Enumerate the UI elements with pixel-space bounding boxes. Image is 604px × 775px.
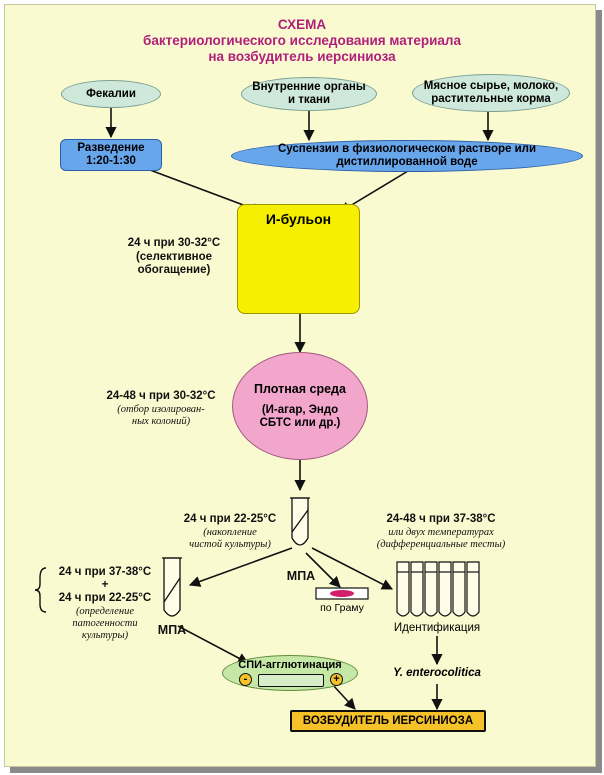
agglutination-slide-icon: [258, 674, 324, 687]
source-feces-oval: Фекалии: [61, 80, 161, 108]
source-feces-label: Фекалии: [86, 87, 136, 100]
source-raw-line2: растительные корма: [431, 93, 551, 105]
diagram-title-line1: СХЕМА: [277, 17, 327, 32]
result-label: ВОЗБУДИТЕЛЬ ИЕРСИНИОЗА: [302, 714, 474, 727]
mpa-slant-tube-icon: [290, 497, 310, 546]
source-raw-oval: Мясное сырье, молоко, растительные корма: [412, 74, 570, 112]
pure-culture-note-1: (накопление: [203, 527, 257, 538]
identification-label: Идентификация: [393, 622, 481, 634]
source-organs-line2: и ткани: [287, 94, 331, 106]
solid-note-1: (отбор изолирован-: [117, 404, 205, 415]
enrichment-broth-box: И-бульон: [237, 204, 360, 314]
suspension-line2: дистиллированной воде: [336, 156, 478, 168]
arrow-tube-pathogen: [188, 547, 293, 587]
arrow-agglutination-result: [331, 683, 356, 710]
pathogenicity-time-2: 24 ч при 22-25°С: [58, 592, 152, 604]
gram-slide-icon: [315, 587, 369, 600]
identification-note-2: (дифференциальные тесты): [376, 539, 506, 550]
solid-note-2: ных колоний): [131, 416, 191, 427]
dilution-line1: Разведение: [77, 142, 145, 154]
pathogenicity-note-3: культуры): [81, 630, 129, 641]
pathogenicity-note-1: (определение: [75, 606, 135, 617]
brace-icon: [34, 567, 47, 613]
arrow-mpa-agglutination: [177, 625, 249, 664]
solid-medium-line1: (И-агар, Эндо: [261, 403, 339, 416]
pathogenicity-medium: МПА: [157, 623, 187, 637]
pure-culture-note-2: чистой культуры): [189, 539, 271, 550]
enrichment-broth-title: И-бульон: [265, 211, 332, 227]
agglutination-minus-icon: -: [239, 673, 252, 686]
agglutination-label: СПИ-агглютинация: [238, 659, 342, 671]
solid-time: 24-48 ч при 30-32°С: [106, 390, 216, 402]
gram-label: по Граму: [320, 602, 364, 614]
source-organs-line1: Внутренние органы: [252, 81, 366, 93]
pathogenicity-note-2: патогенности: [72, 618, 138, 629]
pathogenicity-tube-icon: [162, 557, 182, 617]
enrichment-note-2: обогащение): [137, 264, 211, 276]
solid-medium-line2: СБТС или др.): [259, 416, 341, 429]
source-raw-line1: Мясное сырье, молоко,: [423, 80, 559, 92]
identification-tubes-icon: [396, 561, 480, 617]
pure-culture-time: 24 ч при 22-25°С: [183, 513, 277, 525]
pure-culture-medium: МПА: [286, 569, 316, 583]
pathogenicity-time-1: 24 ч при 37-38°С: [58, 566, 152, 578]
solid-medium-title: Плотная среда: [254, 381, 346, 396]
identification-time: 24-48 ч при 37-38°С: [386, 513, 496, 525]
dilution-box: Разведение 1:20-1:30: [60, 139, 162, 171]
diagram-title-line2: бактериологического исследования материа…: [142, 33, 461, 48]
result-box: ВОЗБУДИТЕЛЬ ИЕРСИНИОЗА: [290, 710, 486, 732]
suspension-oval: Суспензии в физиологическом растворе или…: [231, 140, 583, 172]
diagram-title-line3: на возбудитель иерсиниоза: [208, 49, 396, 64]
solid-medium-circle: Плотная среда (И-агар, Эндо СБТС или др.…: [232, 352, 368, 460]
dilution-line2: 1:20-1:30: [86, 155, 136, 167]
suspension-line1: Суспензии в физиологическом растворе или: [277, 143, 537, 155]
identification-note-1: или двух температурах: [388, 527, 494, 538]
arrow-tube-gram: [305, 552, 341, 588]
species-label: Y. enterocolitica: [393, 667, 481, 679]
enrichment-time: 24 ч при 30-32°С: [127, 237, 221, 249]
source-organs-oval: Внутренние органы и ткани: [241, 77, 377, 111]
enrichment-note-1: (селективное: [135, 251, 213, 263]
pathogenicity-plus: +: [101, 579, 109, 591]
agglutination-plus-icon: +: [330, 673, 343, 686]
arrow-tube-identification: [311, 547, 393, 590]
